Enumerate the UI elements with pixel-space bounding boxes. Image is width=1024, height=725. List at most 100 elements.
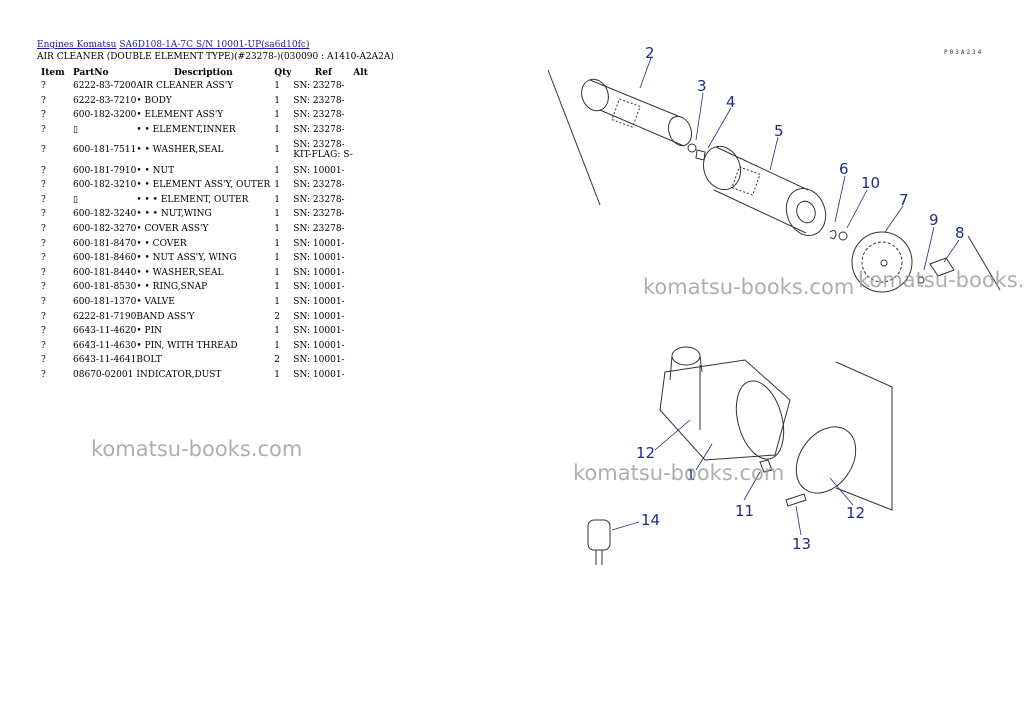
cell-partno: 600-182-3270 [73,224,137,235]
cell-description: • • ELEMENT,INNER [136,125,236,136]
cell-item: ? [41,297,46,308]
table-row: ? 6643-11-4630• PIN, WITH THREAD 1 SN: 1000… [35,339,383,354]
cell-description: • PIN, WITH THREAD [136,340,238,351]
page-code: P03A234 [944,49,984,56]
cell-qty: 1 [274,297,281,308]
cell-ref-line: SN: 23278- [293,140,345,151]
cell-item: ? [41,194,46,205]
callout-7: 7 [899,191,909,209]
cell-description: • • COVER [136,238,187,249]
cell-qty: 1 [274,95,281,106]
cell-ref: SN: 10001- [293,326,345,337]
cell-qty: 1 [274,224,281,235]
page-subtitle: AIR CLEANER (DOUBLE ELEMENT TYPE)(#23278… [37,52,394,62]
cell-item: ? [41,209,46,220]
cell-ref: SN: 10001- [293,297,345,308]
washer-drawing [687,143,697,153]
cell-ref: SN: 23278- [293,110,345,121]
outer-element-drawing [702,145,827,236]
cell-qty: 1 [274,180,281,191]
cell-partno: 6643-11-4620 [73,326,137,337]
cell-qty: 1 [274,369,281,380]
breadcrumb-link-model[interactable]: SA6D108-1A-7C S/N 10001-UP(sa6d10fc) [119,40,310,50]
cell-partno: 6643-11-4630 [73,340,137,351]
cell-item: ? [41,326,46,337]
cell-item: ? [41,282,46,293]
cell-partno: 600-181-7511 [73,145,137,156]
watermark: komatsu-books.com [858,268,1024,292]
cell-description: • COVER ASS'Y [136,224,209,235]
cell-description: BAND ASS'Y [136,311,195,322]
cell-item: ? [41,110,46,121]
cell-ref: SN: 10001- [293,369,345,380]
ring-drawing [829,230,837,240]
callout-2: 2 [645,44,655,62]
callout-4: 4 [726,93,736,111]
cell-item: ? [41,340,46,351]
header-item: Item [41,67,65,78]
panel-edge-right [967,235,1001,291]
cell-description: • PIN [136,326,162,337]
callout-3: 3 [697,77,707,95]
cell-partno: 6222-83-7200 [73,81,137,92]
cell-partno: 08670-02001 [73,369,134,380]
cell-description: • VALVE [136,297,175,308]
cell-item: ? [41,355,46,366]
watermark: komatsu-books.com [91,437,303,461]
cell-partno: 600-181-8460 [73,253,137,264]
breadcrumb: Engines Komatsu SA6D108-1A-7C S/N 10001-… [37,40,309,50]
inner-element-drawing [581,78,693,147]
cell-description: • • NUT ASS'Y, WING [136,253,237,264]
cell-partno: 600-181-7910 [73,165,137,176]
callout-9: 9 [929,211,939,229]
lower-panel [835,361,893,511]
cell-description: • • WASHER,SEAL [136,267,224,278]
panel-edge [547,69,601,206]
cell-item: ? [41,145,46,156]
cell-item: ? [41,369,46,380]
cell-description: BOLT [136,355,162,366]
parts-table: Item PartNo Description Qty Ref Alt ?622… [35,66,383,382]
cell-partno: 600-182-3200 [73,110,137,121]
header-qty: Qty [274,67,292,78]
cell-description: INDICATOR,DUST [136,369,222,380]
callout-12b: 12 [846,504,865,522]
cell-ref: SN: 23278- [293,180,345,191]
cell-ref: SN: 10001- [293,311,345,322]
cell-partno: 600-181-8440 [73,267,137,278]
callout-11: 11 [735,502,754,520]
cell-item: ? [41,311,46,322]
breadcrumb-link-engines[interactable]: Engines Komatsu [37,40,117,50]
cell-partno: 600-182-3210 [73,180,137,191]
header-ref: Ref [314,67,332,78]
header-alt: Alt [353,67,368,78]
cell-ref: SN: 23278- [293,224,345,235]
cell-partno: 600-181-8470 [73,238,137,249]
cell-description: • • • ELEMENT, OUTER [136,194,249,205]
cell-ref: SN: 10001- [293,238,345,249]
callout-13: 13 [792,535,811,553]
cell-qty: 1 [274,238,281,249]
header-description: Description [173,67,233,78]
seal-drawing [838,231,848,241]
cell-partno: 6222-81-7190 [73,311,137,322]
cell-ref: SN: 10001- [293,355,345,366]
cell-ref: SN: 10001- [293,340,345,351]
bolt-drawing [785,493,807,507]
cell-qty: 1 [274,340,281,351]
cell-description: • • • NUT,WING [136,209,212,220]
cell-item: ? [41,95,46,106]
